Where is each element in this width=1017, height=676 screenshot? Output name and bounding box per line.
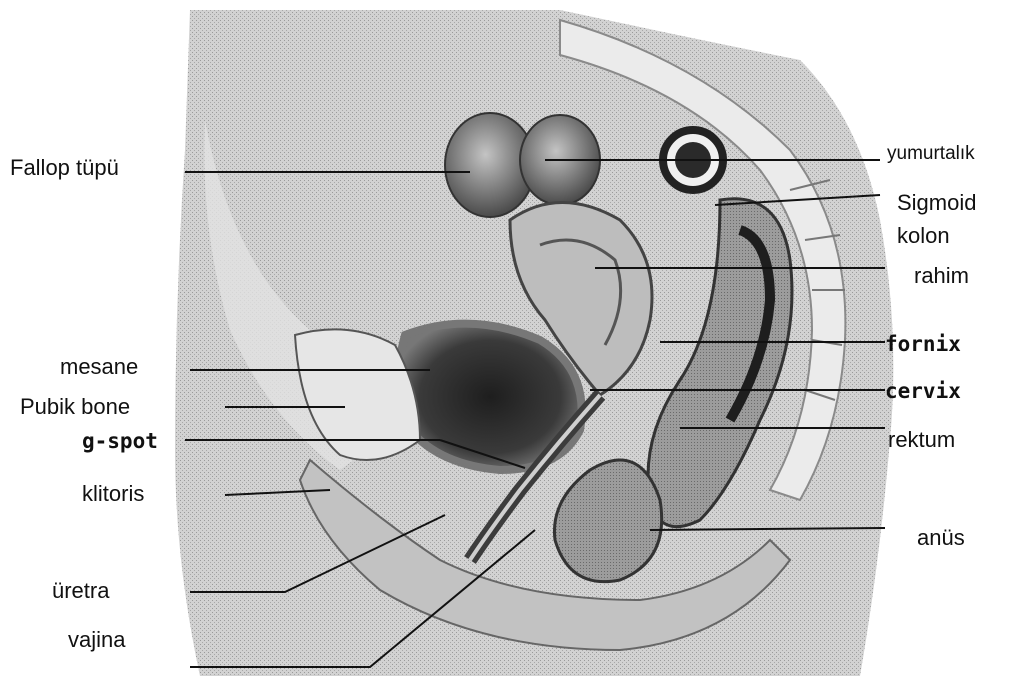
label-klitoris: klitoris bbox=[82, 481, 144, 507]
label-rektum: rektum bbox=[888, 427, 955, 453]
label-pubik: Pubik bone bbox=[20, 394, 130, 420]
label-uretra: üretra bbox=[52, 578, 109, 604]
label-vajina: vajina bbox=[68, 627, 125, 653]
label-gspot: g-spot bbox=[82, 428, 158, 454]
label-cervix: cervix bbox=[885, 378, 961, 404]
label-fornix: fornix bbox=[885, 331, 961, 357]
label-anus: anüs bbox=[917, 525, 965, 551]
label-rahim: rahim bbox=[914, 263, 969, 289]
label-fallop: Fallop tüpü bbox=[10, 155, 119, 181]
label-mesane: mesane bbox=[60, 354, 138, 380]
label-yumurtalik: yumurtalık bbox=[887, 141, 975, 167]
label-sigmoid: Sigmoid kolon bbox=[897, 186, 976, 252]
